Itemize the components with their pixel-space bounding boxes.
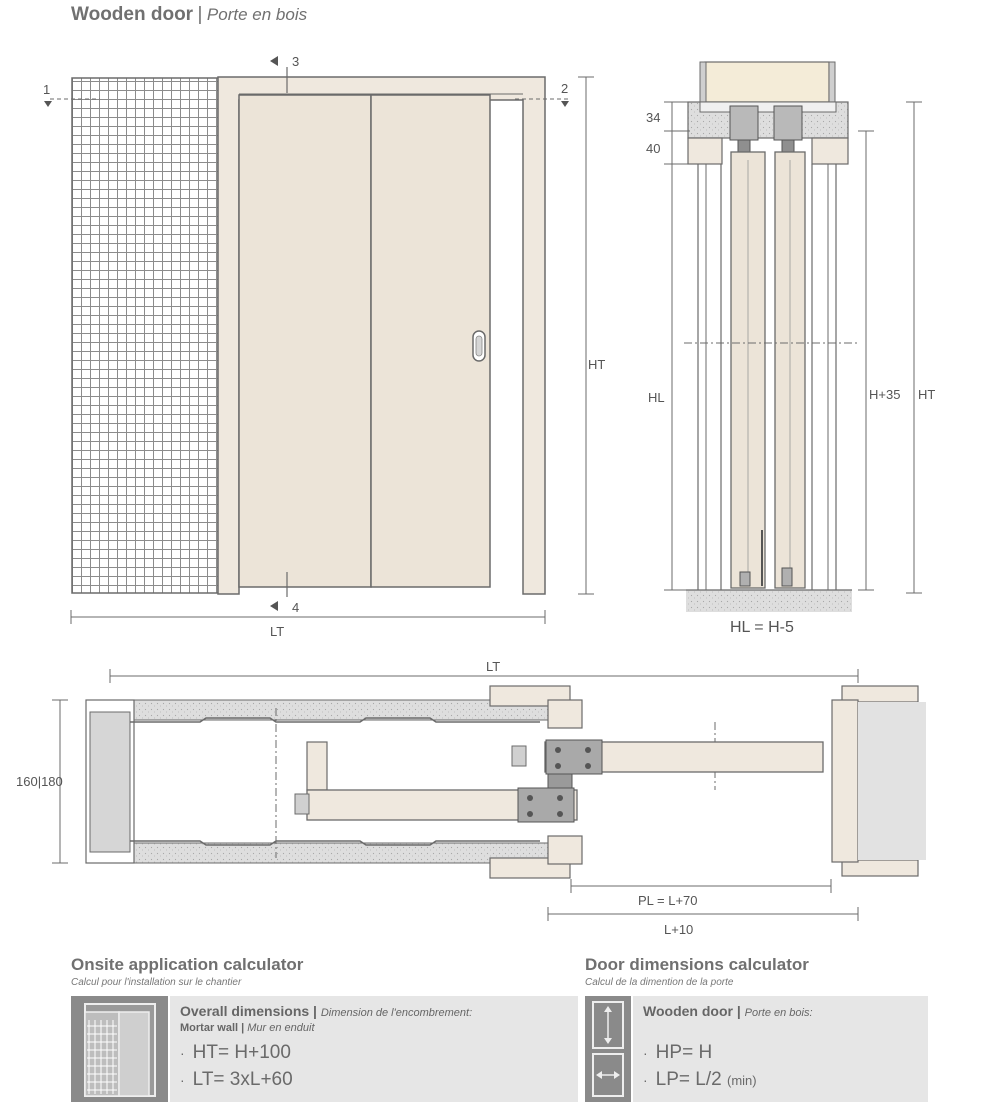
- title-alt: Porte en bois: [206, 5, 308, 24]
- plan-dim-pl: PL = L+70: [638, 893, 698, 908]
- marker-3: 3: [292, 54, 299, 69]
- side-dim-34: 34: [646, 110, 660, 125]
- side-dim-h35: H+35: [869, 387, 900, 402]
- pocket-mesh: [71, 77, 219, 594]
- page-title: Wooden door | Porte en bois: [71, 4, 307, 26]
- marker-1: 1: [43, 82, 50, 97]
- onsite-calc-box: Overall dimensions | Dimension de l'enco…: [170, 996, 578, 1102]
- side-dim-hl: HL: [648, 390, 665, 405]
- title-main: Wooden door: [71, 4, 194, 25]
- title-separator: |: [197, 4, 203, 25]
- plan-dim-lt: LT: [486, 659, 500, 674]
- onsite-calc-title: Onsite application calculator: [71, 955, 304, 974]
- formula-hp: ·HP= H: [643, 1042, 713, 1063]
- door-size-icon: [585, 996, 631, 1102]
- formula-ht: ·HT= H+100: [180, 1042, 291, 1063]
- formula-lt: ·LT= 3xL+60: [180, 1069, 293, 1090]
- plan-section: [52, 669, 926, 921]
- side-dim-40: 40: [646, 141, 660, 156]
- door-calc-title: Door dimensions calculator: [585, 955, 809, 974]
- door-frame: [217, 76, 546, 595]
- marker-2: 2: [561, 81, 568, 96]
- door-calc-head: Wooden door | Porte en bois:: [643, 1003, 813, 1019]
- front-view: [44, 56, 594, 624]
- wall-pocket-icon: [71, 996, 168, 1102]
- front-dim-height: HT: [588, 357, 605, 372]
- door-leaf-right: [370, 94, 491, 588]
- marker-4: 4: [292, 600, 299, 615]
- onsite-calc-head: Overall dimensions | Dimension de l'enco…: [180, 1003, 473, 1019]
- plan-dim-l10: L+10: [664, 922, 693, 937]
- technical-drawing: 1 2 3 4 HT LT 34 40 HL H+35 HT HL = H-5 …: [16, 54, 935, 937]
- onsite-calc-subtitle: Calcul pour l'installation sur le chanti…: [71, 977, 242, 988]
- plan-dim-depth: 160|180: [16, 774, 63, 789]
- onsite-calc-sub: Mortar wall | Mur en enduit: [180, 1022, 315, 1034]
- front-dim-width: LT: [270, 624, 284, 639]
- door-calc-subtitle: Calcul de la dimention de la porte: [585, 977, 734, 988]
- formula-lp: ·LP= L/2 (min): [643, 1069, 757, 1090]
- door-calc-box: Wooden door | Porte en bois: ·HP= H ·LP=…: [633, 996, 928, 1102]
- side-section: [664, 61, 922, 612]
- door-leaf-left: [238, 94, 372, 588]
- side-caption: HL = H-5: [730, 619, 794, 636]
- side-dim-ht: HT: [918, 387, 935, 402]
